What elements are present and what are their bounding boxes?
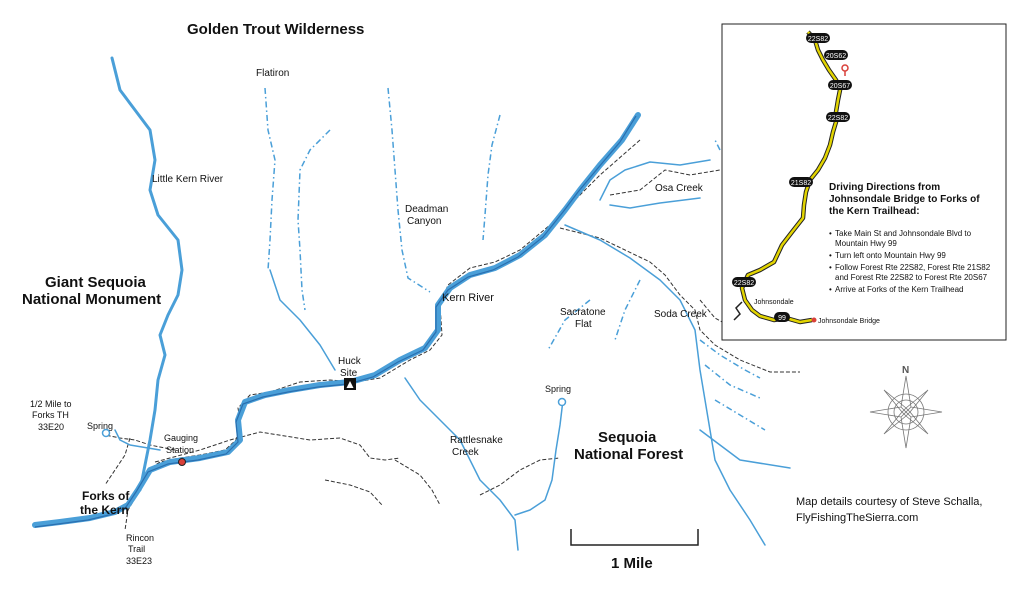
little-kern-river [110,56,184,492]
destination-pin-icon [841,64,849,76]
svg-text:20S62: 20S62 [826,53,846,60]
label-forks-of-the-kern: Forks of the Kern [80,489,133,517]
label-giant-sequoia-nm: Giant Sequoia National Monument [22,274,161,308]
svg-text:22S82: 22S82 [808,36,828,43]
svg-text:21S82: 21S82 [791,180,811,187]
label-spring-left: Spring [87,421,113,431]
start-marker-icon [811,317,817,323]
svg-text:20S67: 20S67 [830,83,850,90]
campground-icon [344,378,356,390]
gauging-station-marker-icon [178,458,186,466]
route-badge: 20S62 [824,50,848,60]
spring-marker-icon [557,397,567,407]
scale-bar: 1 Mile [570,529,699,572]
svg-text:99: 99 [778,315,786,322]
route-badge: 20S67 [828,80,852,90]
driving-directions-inset: 22S82 20S62 20S67 22S82 21S82 22S82 99 [721,23,1007,341]
route-badge: 22S82 [826,112,850,122]
scale-label: 1 Mile [611,555,653,572]
directions-title: Driving Directions from Johnsondale Brid… [829,182,982,217]
route-badge: 22S82 [806,33,830,43]
creeks-layer [114,159,791,551]
label-deadman-canyon: Deadman Canyon [405,204,451,227]
directions-list: •Take Main St and Johnsondale Blvd to Mo… [829,229,992,294]
map-credit: Map details courtesy of Steve Schalla, F… [796,496,986,524]
label-soda-creek: Soda Creek [654,309,708,320]
route-badge: 99 [774,312,790,322]
compass-rose-icon: N [869,365,943,449]
label-osa-creek: Osa Creek [655,183,704,194]
label-sacratone-flat: Sacratone Flat [560,307,608,330]
intermittent-creeks-layer [264,87,766,431]
spring-marker-icon [101,428,111,438]
label-gauging-station: Gauging Station [164,433,201,455]
label-spring-mid: Spring [545,384,571,394]
label-half-mile-forks-th: 1/2 Mile to Forks TH 33E20 [30,399,74,432]
route-badge: 21S82 [789,177,813,187]
label-huck-site: Huck Site [338,356,364,379]
svg-text:22S82: 22S82 [734,280,754,287]
label-johnsondale-bridge: Johnsondale Bridge [818,318,880,325]
label-little-kern-river: Little Kern River [152,174,224,185]
kern-river [32,112,641,528]
label-rincon-trail: Rincon Trail 33E23 [126,533,157,566]
route-badge: 22S82 [732,277,756,287]
label-johnsondale: Johnsondale [754,299,794,306]
compass-north-label: N [902,365,909,376]
label-rattlesnake-creek: Rattlesnake Creek [450,435,506,458]
label-sequoia-national-forest: Sequoia National Forest [574,429,683,463]
label-flatiron: Flatiron [256,68,289,79]
label-golden-trout-wilderness: Golden Trout Wilderness [187,21,364,38]
svg-text:22S82: 22S82 [828,115,848,122]
label-kern-river: Kern River [442,292,494,304]
